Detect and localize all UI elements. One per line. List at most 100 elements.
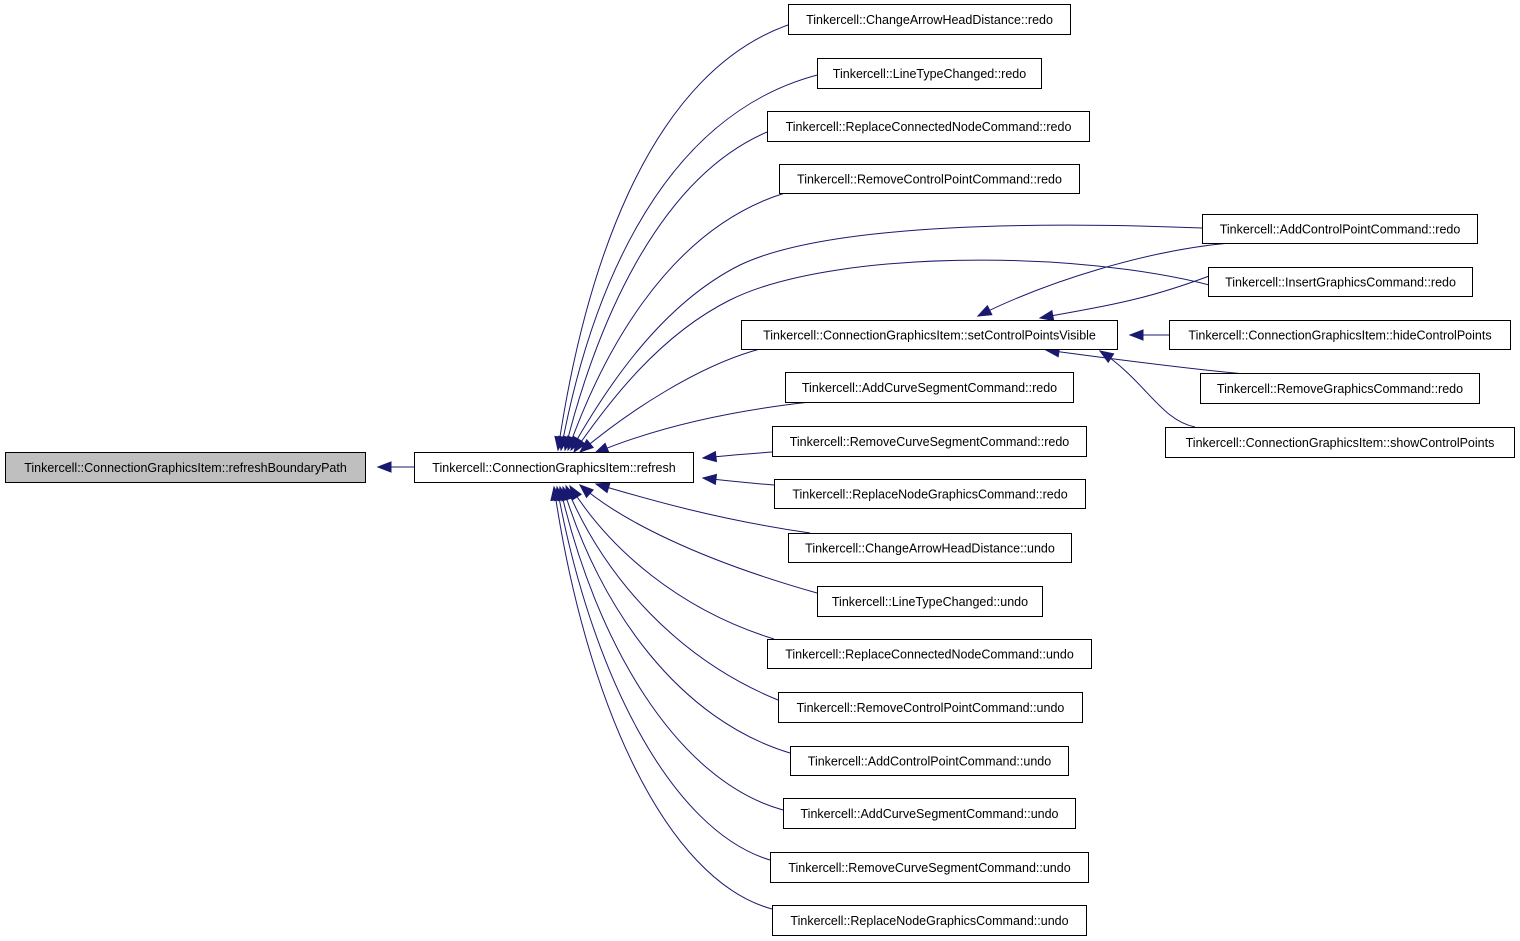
node-label-root: Tinkercell::ConnectionGraphicsItem::refr…: [24, 461, 347, 475]
node-acpc_undo[interactable]: Tinkercell::AddControlPointCommand::undo: [790, 746, 1069, 776]
node-label-rgc_redo: Tinkercell::RemoveGraphicsCommand::redo: [1217, 382, 1463, 396]
node-box-hidecp[interactable]: [1169, 320, 1511, 350]
node-box-rngc_redo[interactable]: [774, 479, 1086, 509]
edge-rcpc_undo-to-refresh: [565, 485, 779, 701]
node-box-acpc_redo[interactable]: [1202, 214, 1478, 244]
arrowhead-rngc_undo-to-refresh: [550, 485, 562, 502]
node-box-ltc_undo[interactable]: [817, 586, 1043, 617]
node-box-rngc_undo[interactable]: [772, 905, 1087, 936]
node-rgc_redo[interactable]: Tinkercell::RemoveGraphicsCommand::redo: [1200, 373, 1480, 404]
node-box-rcnc_undo[interactable]: [767, 639, 1092, 669]
edges-layer: [376, 18, 1246, 910]
node-box-cahd_redo[interactable]: [788, 4, 1071, 35]
node-box-showcp[interactable]: [1165, 427, 1515, 458]
node-ltc_undo[interactable]: Tinkercell::LineTypeChanged::undo: [817, 586, 1043, 617]
edge-setcpv-to-refresh: [579, 348, 761, 453]
node-label-setcpv: Tinkercell::ConnectionGraphicsItem::setC…: [763, 329, 1096, 343]
edge-acpc_undo-to-refresh: [562, 486, 791, 754]
node-root[interactable]: Tinkercell::ConnectionGraphicsItem::refr…: [5, 452, 366, 483]
node-label-cahd_undo: Tinkercell::ChangeArrowHeadDistance::und…: [805, 542, 1055, 556]
edge-ltc_redo-to-refresh: [560, 71, 831, 451]
node-box-ltc_redo[interactable]: [817, 58, 1042, 89]
node-label-rngc_undo: Tinkercell::ReplaceNodeGraphicsCommand::…: [790, 914, 1068, 928]
edge-igc_redo-to-setcpv: [1039, 267, 1231, 319]
node-showcp[interactable]: Tinkercell::ConnectionGraphicsItem::show…: [1165, 427, 1515, 458]
node-rcnc_undo[interactable]: Tinkercell::ReplaceConnectedNodeCommand:…: [767, 639, 1092, 669]
node-label-refresh: Tinkercell::ConnectionGraphicsItem::refr…: [432, 461, 675, 475]
node-box-root[interactable]: [5, 452, 366, 483]
node-rcsc_redo[interactable]: Tinkercell::RemoveCurveSegmentCommand::r…: [772, 426, 1087, 457]
node-label-showcp: Tinkercell::ConnectionGraphicsItem::show…: [1186, 436, 1495, 450]
node-hidecp[interactable]: Tinkercell::ConnectionGraphicsItem::hide…: [1169, 320, 1511, 350]
node-rngc_undo[interactable]: Tinkercell::ReplaceNodeGraphicsCommand::…: [772, 905, 1087, 936]
node-rcnc_redo[interactable]: Tinkercell::ReplaceConnectedNodeCommand:…: [767, 111, 1090, 142]
node-box-acpc_undo[interactable]: [790, 746, 1069, 776]
node-setcpv[interactable]: Tinkercell::ConnectionGraphicsItem::setC…: [741, 320, 1118, 350]
arrowhead-rcsc_redo-to-refresh: [701, 450, 718, 463]
node-box-acsc_redo[interactable]: [785, 372, 1074, 403]
node-box-refresh[interactable]: [414, 452, 694, 483]
edge-acpc_redo-to-refresh: [570, 224, 1203, 451]
node-label-rcsc_redo: Tinkercell::RemoveCurveSegmentCommand::r…: [790, 435, 1070, 449]
node-box-cahd_undo[interactable]: [788, 533, 1072, 563]
node-rcsc_undo[interactable]: Tinkercell::RemoveCurveSegmentCommand::u…: [770, 852, 1089, 883]
node-label-rcnc_redo: Tinkercell::ReplaceConnectedNodeCommand:…: [786, 120, 1072, 134]
edge-acsc_undo-to-refresh: [559, 486, 784, 811]
node-refresh[interactable]: Tinkercell::ConnectionGraphicsItem::refr…: [414, 452, 694, 483]
arrowhead-acsc_redo-to-refresh: [593, 442, 610, 454]
node-label-acpc_redo: Tinkercell::AddControlPointCommand::redo: [1220, 223, 1461, 237]
edge-showcp-to-setcpv: [1099, 350, 1196, 428]
edge-rcnc_redo-to-refresh: [564, 126, 781, 451]
edge-igc_redo-to-refresh: [573, 259, 1246, 453]
node-label-rngc_redo: Tinkercell::ReplaceNodeGraphicsCommand::…: [792, 488, 1067, 502]
node-label-acsc_undo: Tinkercell::AddCurveSegmentCommand::undo: [801, 807, 1059, 821]
node-label-rcnc_undo: Tinkercell::ReplaceConnectedNodeCommand:…: [785, 648, 1074, 662]
node-label-ltc_redo: Tinkercell::LineTypeChanged::redo: [833, 67, 1026, 81]
edge-cahd_redo-to-refresh: [557, 18, 809, 451]
edge-ltc_undo-to-refresh: [579, 484, 818, 594]
node-label-cahd_redo: Tinkercell::ChangeArrowHeadDistance::red…: [806, 13, 1053, 27]
node-acsc_undo[interactable]: Tinkercell::AddCurveSegmentCommand::undo: [783, 798, 1076, 829]
edge-rngc_undo-to-refresh: [553, 486, 773, 910]
edge-rcpc_redo-to-refresh: [567, 192, 786, 451]
node-box-setcpv[interactable]: [741, 320, 1118, 350]
node-label-rcpc_redo: Tinkercell::RemoveControlPointCommand::r…: [797, 173, 1062, 187]
node-box-rcpc_redo[interactable]: [779, 164, 1080, 194]
node-box-rcsc_undo[interactable]: [770, 852, 1089, 883]
node-label-rcsc_undo: Tinkercell::RemoveCurveSegmentCommand::u…: [788, 861, 1070, 875]
arrowhead-ltc_undo-to-refresh: [578, 484, 594, 499]
node-box-acsc_undo[interactable]: [783, 798, 1076, 829]
node-box-rcpc_undo[interactable]: [778, 692, 1083, 723]
node-label-acsc_redo: Tinkercell::AddCurveSegmentCommand::redo: [802, 381, 1057, 395]
node-label-rcpc_undo: Tinkercell::RemoveControlPointCommand::u…: [797, 701, 1065, 715]
edge-acsc_redo-to-refresh: [594, 401, 811, 454]
node-box-rcsc_redo[interactable]: [772, 426, 1087, 457]
node-acpc_redo[interactable]: Tinkercell::AddControlPointCommand::redo: [1202, 214, 1478, 244]
node-rngc_redo[interactable]: Tinkercell::ReplaceNodeGraphicsCommand::…: [774, 479, 1086, 509]
node-box-rcnc_redo[interactable]: [767, 111, 1090, 142]
arrowhead-acpc_redo-to-setcpv: [976, 304, 993, 317]
edge-acpc_redo-to-setcpv: [977, 242, 1231, 317]
arrowhead-showcp-to-setcpv: [1098, 350, 1115, 364]
arrowhead-igc_redo-to-refresh: [573, 437, 587, 454]
node-cahd_undo[interactable]: Tinkercell::ChangeArrowHeadDistance::und…: [788, 533, 1072, 563]
node-label-hidecp: Tinkercell::ConnectionGraphicsItem::hide…: [1188, 329, 1491, 343]
node-rcpc_undo[interactable]: Tinkercell::RemoveControlPointCommand::u…: [778, 692, 1083, 723]
node-igc_redo[interactable]: Tinkercell::InsertGraphicsCommand::redo: [1208, 267, 1473, 297]
edge-rcsc_undo-to-refresh: [556, 486, 771, 861]
edge-rgc_redo-to-setcpv: [1045, 349, 1246, 375]
arrowhead-igc_redo-to-setcpv: [1038, 309, 1055, 322]
node-acsc_redo[interactable]: Tinkercell::AddCurveSegmentCommand::redo: [785, 372, 1074, 403]
arrowhead-refresh-to-root: [376, 461, 392, 473]
edge-rcnc_undo-to-refresh: [569, 485, 775, 640]
arrowhead-rngc_redo-to-refresh: [701, 473, 718, 486]
node-box-rgc_redo[interactable]: [1200, 373, 1480, 404]
arrowhead-setcpv-to-refresh: [578, 438, 595, 453]
node-label-igc_redo: Tinkercell::InsertGraphicsCommand::redo: [1225, 276, 1456, 290]
node-ltc_redo[interactable]: Tinkercell::LineTypeChanged::redo: [817, 58, 1042, 89]
node-label-acpc_undo: Tinkercell::AddControlPointCommand::undo: [808, 755, 1051, 769]
node-box-igc_redo[interactable]: [1208, 267, 1473, 297]
node-cahd_redo[interactable]: Tinkercell::ChangeArrowHeadDistance::red…: [788, 4, 1071, 35]
node-rcpc_redo[interactable]: Tinkercell::RemoveControlPointCommand::r…: [779, 164, 1080, 194]
